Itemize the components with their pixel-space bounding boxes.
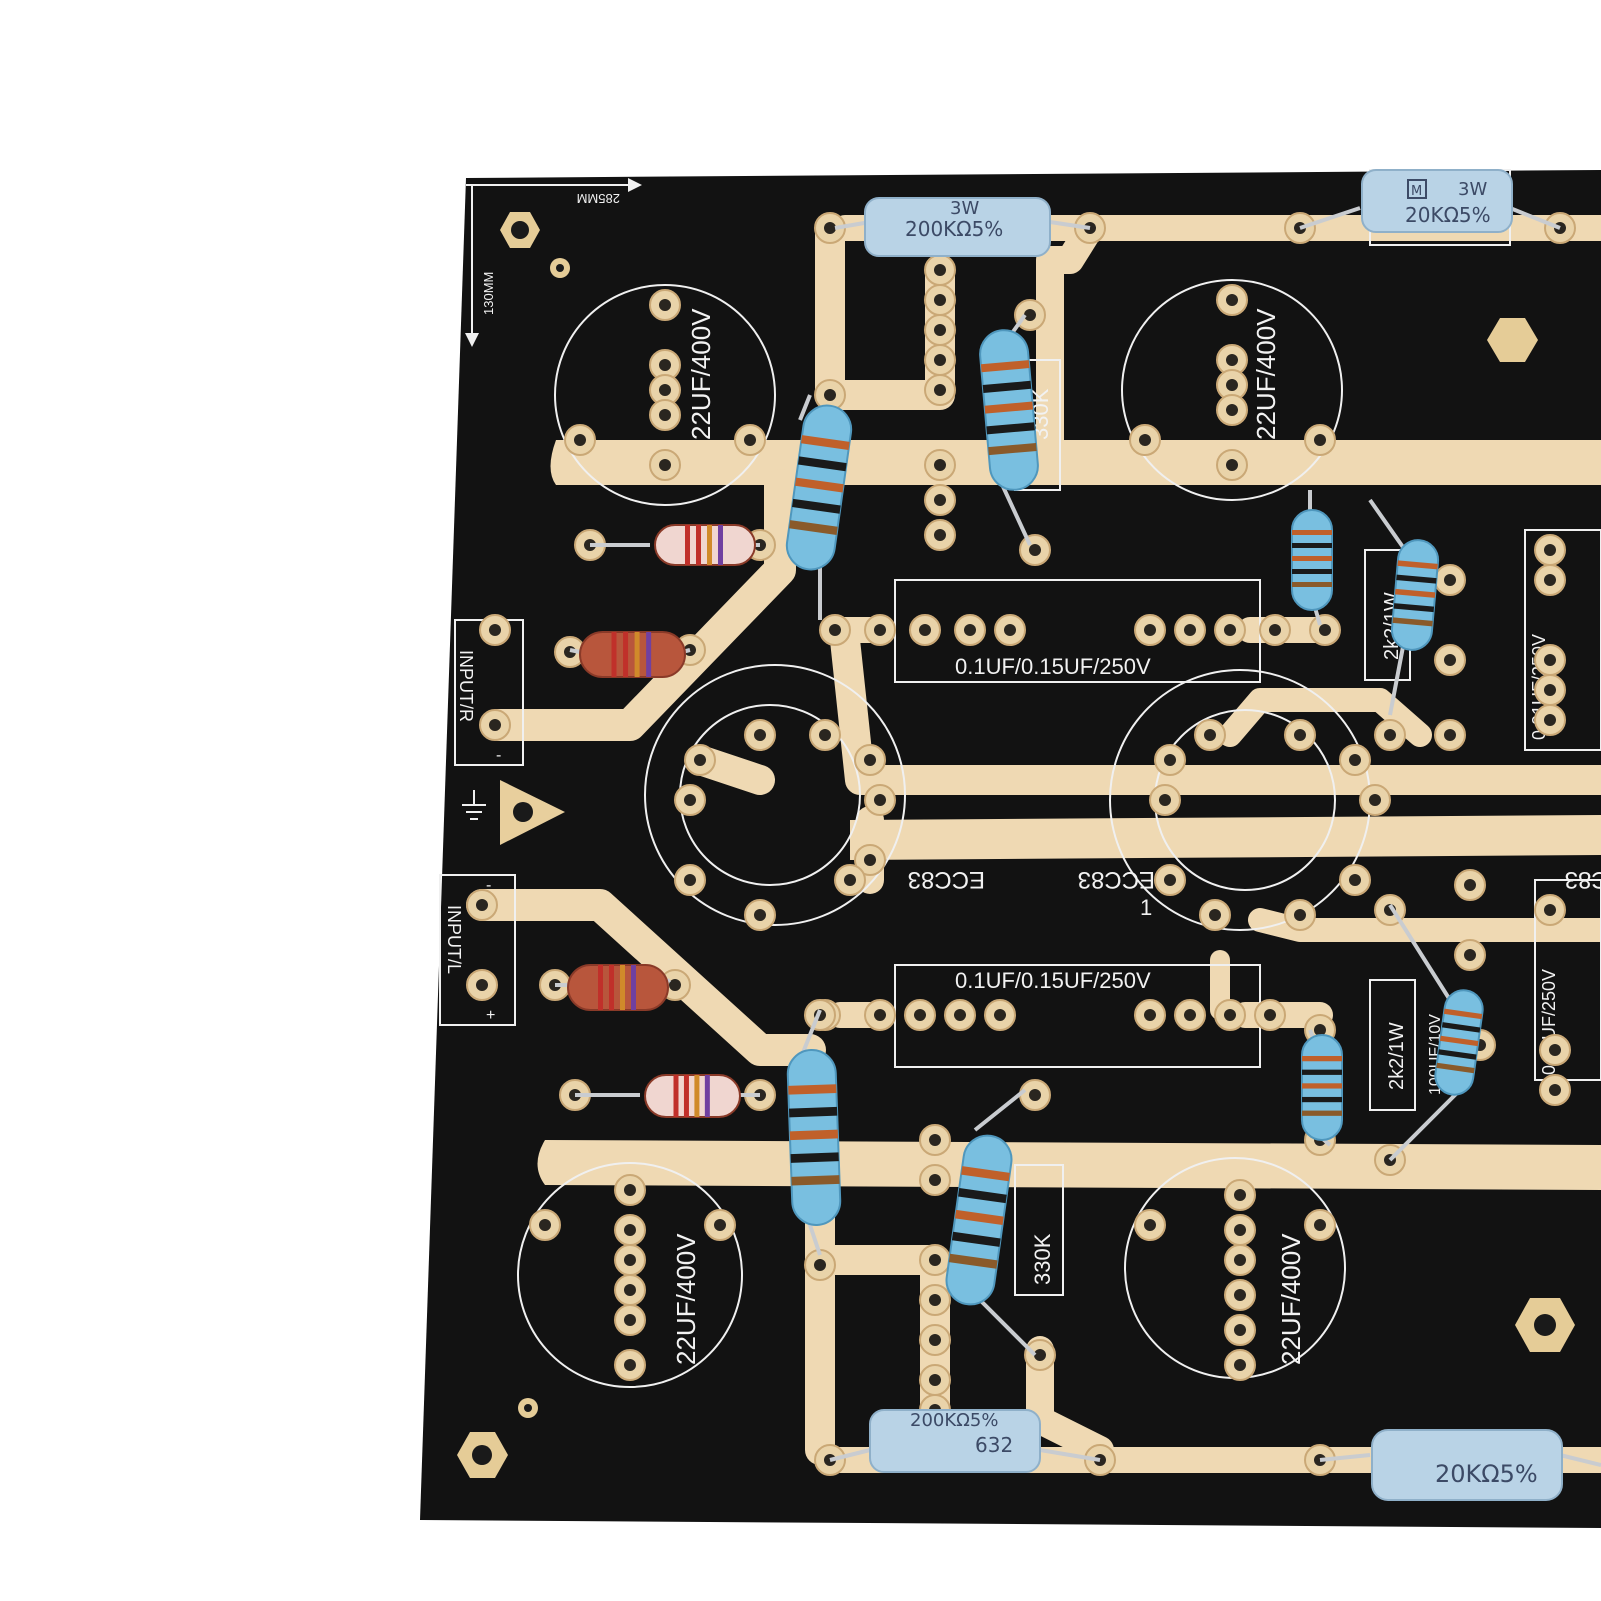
power-res-3-code: 632 — [975, 1433, 1013, 1457]
carbon-resistor-3 — [567, 964, 669, 1011]
power-resistor-bottom-left: 200KΩ5% 632 — [869, 1409, 1041, 1473]
dimension-marks: 285MM 130MM — [465, 178, 642, 347]
pin-one-marker: 1 — [1140, 895, 1152, 920]
carbon-resistor-4 — [644, 1074, 741, 1118]
power-res-2-logo: M — [1411, 184, 1422, 199]
input-l-plus: + — [486, 1007, 495, 1024]
metal-film-resistor-1 — [785, 404, 853, 571]
power-res-1-value: 200KΩ5% — [905, 217, 1003, 241]
metal-film-resistor-7 — [1301, 1034, 1343, 1141]
film-cap-top-label: 0.1UF/0.15UF/250V — [955, 654, 1151, 679]
input-connectors: INPUT/R INPUT/L + - + - — [439, 619, 565, 1026]
cap-label-bottom-left: 22UF/400V — [671, 1233, 701, 1365]
carbon-resistor-1 — [654, 524, 756, 566]
power-res-3-value: 200KΩ5% — [910, 1410, 998, 1431]
res-330k-bottom-label: 330K — [1030, 1233, 1055, 1285]
power-resistor-top-right: M 3W 20KΩ5% — [1361, 169, 1513, 233]
metal-film-resistor-3 — [1291, 509, 1333, 611]
mounting-holes — [457, 212, 1575, 1478]
cap-label-bottom-right: 22UF/400V — [1276, 1233, 1306, 1365]
metal-film-resistor-2 — [979, 329, 1039, 491]
cap-label-top-right: 22UF/400V — [1251, 308, 1281, 440]
cap-label-top-left: 22UF/400V — [686, 308, 716, 440]
carbon-resistor-2 — [579, 631, 686, 678]
metal-film-resistor-4 — [1390, 539, 1440, 651]
metal-film-resistor-8 — [1434, 989, 1484, 1096]
power-resistor-bottom-right: 20KΩ5% — [1371, 1429, 1563, 1501]
input-r-minus: - — [496, 747, 501, 764]
power-res-2-rating: 3W — [1458, 179, 1487, 200]
input-l-label: INPUT/L — [444, 905, 464, 974]
solder-pads — [466, 212, 1576, 1476]
carbon-resistors — [567, 524, 756, 1118]
power-res-4-value: 20KΩ5% — [1435, 1460, 1538, 1488]
tube-label-1: ECC83 — [908, 866, 985, 893]
dim-height-label: 130MM — [481, 272, 496, 315]
input-r-label: INPUT/R — [456, 650, 476, 722]
tube-label-2: ECC83 — [1078, 866, 1155, 893]
metal-film-resistors — [785, 329, 1484, 1306]
film-cap-bottom-label: 0.1UF/0.15UF/250V — [955, 968, 1151, 993]
dim-width-label: 285MM — [577, 191, 620, 206]
electrolytic-cap-footprints: 22UF/400V 22UF/400V 22UF/400V 22UF/400V — [517, 279, 1346, 1388]
power-res-2-value: 20KΩ5% — [1405, 203, 1491, 227]
metal-film-resistor-5 — [786, 1049, 842, 1226]
metal-film-resistor-6 — [945, 1134, 1013, 1306]
component-leads — [555, 206, 1601, 1467]
film-cap-footprints: 0.1UF/0.15UF/250V 0.1UF/0.15UF/250V — [894, 579, 1261, 1068]
input-l-minus: - — [486, 877, 491, 894]
res-2k2-bottom-label: 2k2/1W — [1386, 1022, 1408, 1090]
power-resistor-top-left: 3W 200KΩ5% — [864, 197, 1051, 257]
power-res-1-rating: 3W — [950, 198, 979, 219]
